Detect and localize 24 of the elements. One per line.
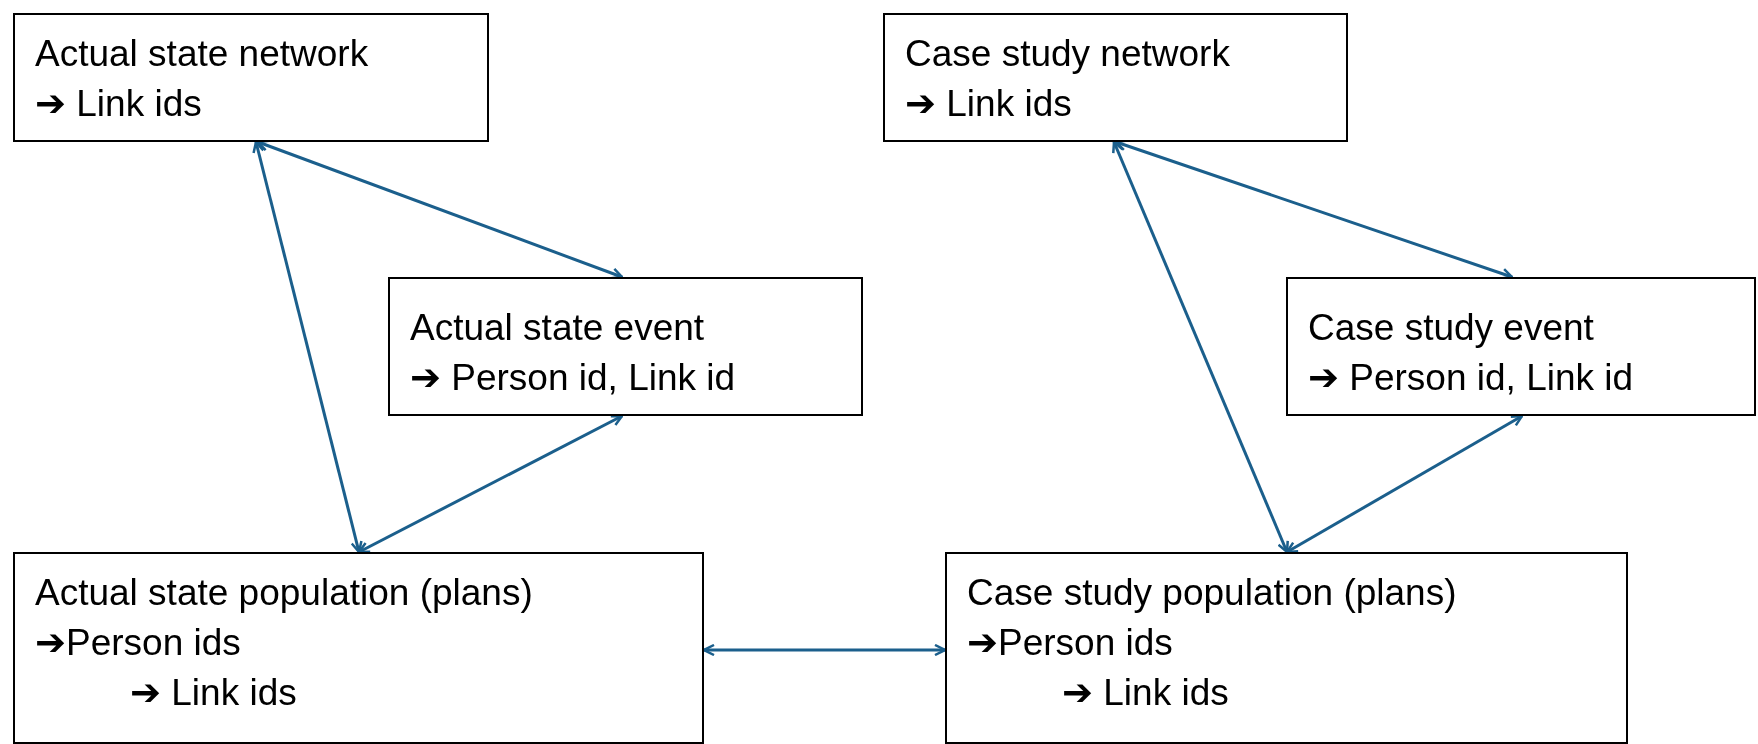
text-box [945, 552, 1628, 744]
box-heading: Actual state event [410, 306, 705, 350]
double-arrow [252, 140, 363, 554]
text-box [13, 552, 704, 744]
box-text: ➔ Link ids [1062, 671, 1229, 715]
double-arrow [1112, 140, 1289, 554]
text-box [388, 277, 863, 416]
box-text: ➔ Link ids [130, 671, 297, 715]
double-arrow [357, 414, 624, 554]
box-heading: Actual state network [35, 32, 369, 76]
text-box [1286, 277, 1756, 416]
box-heading: Case study event [1308, 306, 1594, 350]
box-heading: Case study network [905, 32, 1230, 76]
box-heading: Case study population (plans) [967, 571, 1457, 615]
text-box [883, 13, 1348, 142]
box-text: ➔Person ids [35, 621, 241, 665]
box-text: ➔ Link ids [905, 82, 1072, 126]
box-text: ➔ Link ids [35, 82, 202, 126]
box-text: ➔ Person id, Link id [410, 356, 736, 400]
text-box [13, 13, 489, 142]
box-text: ➔Person ids [967, 621, 1173, 665]
box-heading: Actual state population (plans) [35, 571, 533, 615]
double-arrow [1285, 414, 1524, 554]
box-text: ➔ Person id, Link id [1308, 356, 1634, 400]
